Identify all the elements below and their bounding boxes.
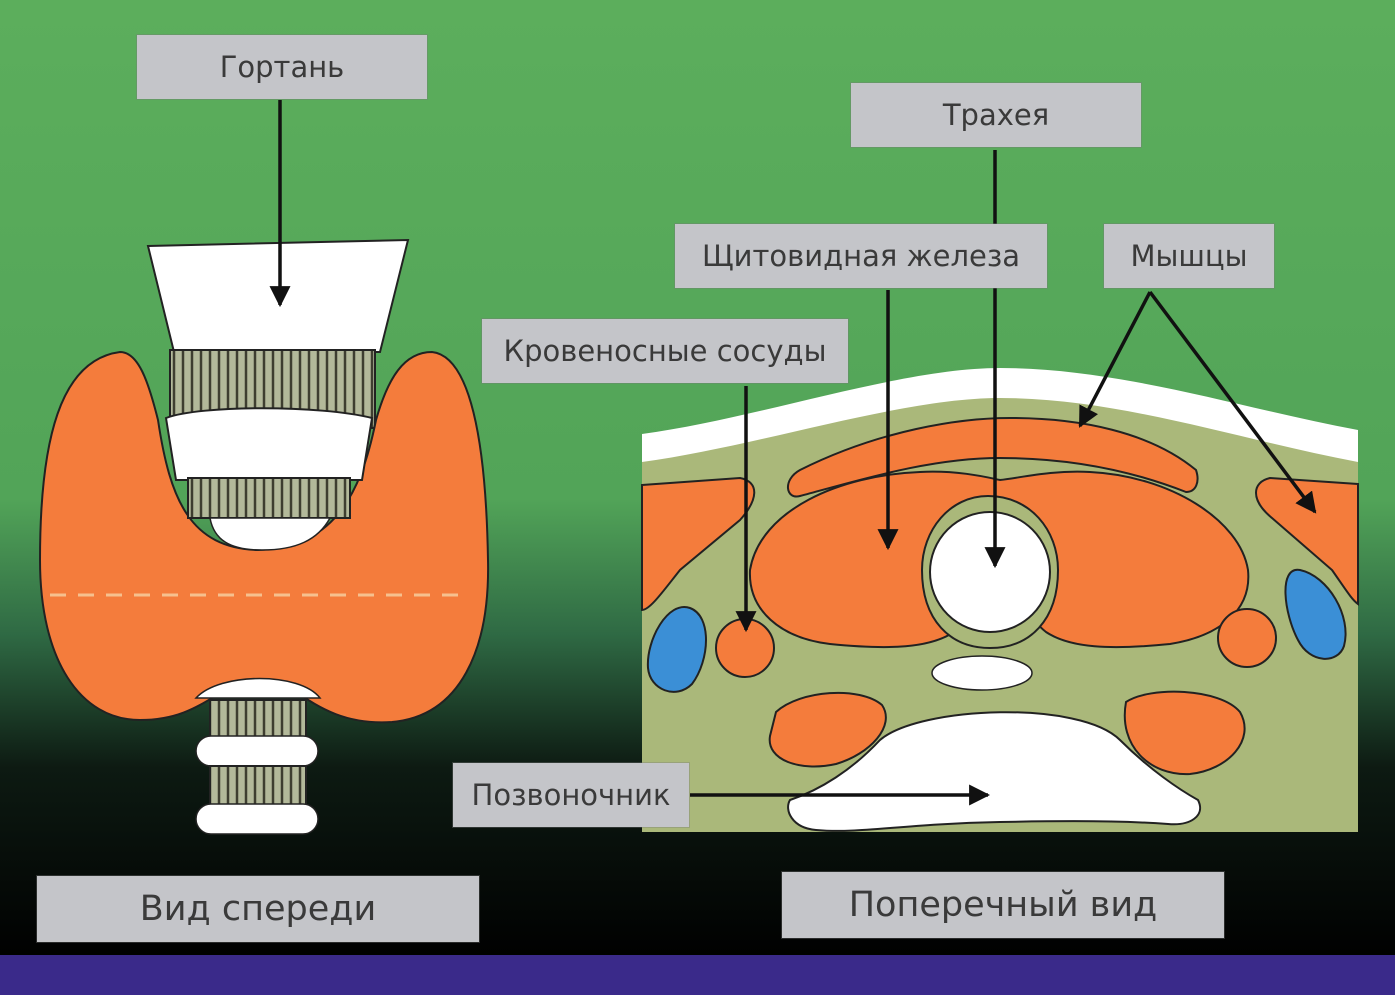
trachea-label: Трахея [851, 83, 1141, 147]
artery-right [1218, 609, 1276, 667]
tracheal-segment-2 [210, 766, 306, 806]
esophagus [932, 656, 1032, 690]
tracheal-ring-lower-2 [196, 804, 318, 834]
tracheal-ring-white-1 [166, 408, 372, 480]
bottom-band [0, 955, 1395, 995]
tracheal-segment-1 [210, 700, 306, 740]
thyroid-cartilage [148, 240, 408, 352]
front-view-caption: Вид спереди [37, 876, 479, 942]
muscles-label: Мышцы [1104, 224, 1274, 288]
tracheal-ring-lower-1 [196, 736, 318, 766]
thyroid-label: Щитовидная железа [675, 224, 1047, 288]
spine-label: Позвоночник [453, 763, 689, 827]
trachea-lumen [930, 512, 1050, 632]
cross-view-caption: Поперечный вид [782, 872, 1224, 938]
larynx-label: Гортань [137, 35, 427, 99]
vessels-label: Кровеносные сосуды [482, 319, 848, 383]
tracheal-ring-striped-1 [188, 478, 350, 518]
